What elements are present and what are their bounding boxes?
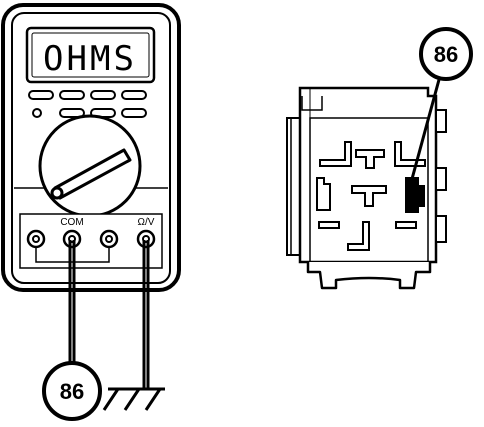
connector-latch — [435, 167, 447, 191]
terminal-cavity-30 — [355, 149, 385, 169]
function-button[interactable] — [121, 90, 147, 100]
com-label: COM — [60, 217, 83, 228]
ground-icon — [102, 387, 165, 411]
function-buttons — [28, 90, 147, 118]
com-jack[interactable] — [62, 229, 82, 249]
function-button[interactable] — [28, 90, 54, 100]
probe-callout-label: 86 — [60, 379, 84, 404]
function-button[interactable] — [59, 90, 85, 100]
connector-latch — [435, 215, 447, 243]
terminal-cavity-87a — [319, 141, 352, 167]
connector-foot — [306, 262, 432, 290]
lcd-display — [25, 26, 156, 84]
probe-callout: 86 — [42, 361, 102, 421]
ohm-volt-label: Ω/V — [138, 217, 155, 228]
relay-callout-label: 86 — [434, 42, 458, 67]
test-leads — [68, 240, 150, 388]
connector-latch — [435, 109, 447, 133]
function-button[interactable] — [121, 108, 147, 118]
function-button[interactable] — [90, 90, 116, 100]
terminal-cavity-bottom — [347, 221, 370, 251]
power-button[interactable] — [32, 108, 42, 118]
terminal-slot — [318, 221, 340, 229]
display-reading: OHMS — [43, 39, 137, 79]
terminal-slot — [395, 221, 417, 229]
function-button[interactable] — [59, 108, 85, 118]
jack-right[interactable] — [99, 229, 119, 249]
dial-pointer — [50, 148, 132, 200]
relay-connector — [286, 86, 447, 290]
relay-callout: 86 — [419, 27, 473, 81]
ohm-volt-jack[interactable] — [136, 229, 156, 249]
connector-left-tab — [286, 117, 300, 256]
terminal-cavity-85 — [316, 177, 331, 211]
jack-left[interactable] — [26, 229, 46, 249]
callout-leader — [407, 75, 442, 191]
rotary-dial[interactable] — [38, 114, 142, 218]
terminal-cavity-center — [351, 185, 387, 207]
multimeter: OHMS COM Ω/V — [1, 3, 181, 292]
